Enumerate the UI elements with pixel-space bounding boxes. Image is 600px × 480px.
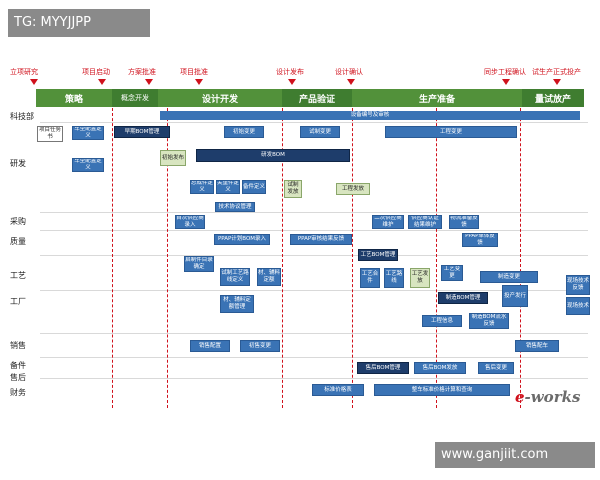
process-box: 工程变更 <box>385 126 517 138</box>
process-box: 首次供应商录入 <box>175 215 205 229</box>
process-box: 工艺BOM管理 <box>358 249 398 261</box>
lane-label-quality: 质量 <box>10 237 26 246</box>
process-box: 售后BOM管理 <box>357 362 409 374</box>
milestone-marker <box>288 79 296 85</box>
lane-separator <box>40 122 588 123</box>
process-box: 试制工艺路线定义 <box>220 268 250 286</box>
process-box: 销售配车 <box>515 340 559 352</box>
process-box: 初售变更 <box>240 340 280 352</box>
milestone-7: 试生产正式投产 <box>532 68 581 76</box>
milestone-6: 同步工程确认 <box>484 68 526 76</box>
milestone-2: 方案批准 <box>128 68 156 76</box>
process-box: 工艺合件 <box>360 268 380 288</box>
process-box: 二次供应商维护 <box>372 215 404 229</box>
milestone-marker <box>553 79 561 85</box>
lane-separator <box>40 255 588 256</box>
milestone-marker <box>502 79 510 85</box>
lane-label-rnd: 研发 <box>10 159 26 168</box>
lane-label-purchasing: 采购 <box>10 217 26 226</box>
process-box: 售后变更 <box>478 362 514 374</box>
lane-separator <box>40 333 588 334</box>
process-box: 车型配置定义 <box>72 158 104 172</box>
lane-label-finance: 财务 <box>10 388 26 397</box>
process-box: 投产发行 <box>502 285 528 307</box>
logo-e: e <box>515 388 525 406</box>
phase-gate <box>520 108 521 408</box>
milestone-0: 立项研究 <box>10 68 38 76</box>
process-box: 现场技术反馈 <box>566 275 590 295</box>
tech-dept-bar: 设备编号及审核 <box>160 111 580 120</box>
process-box: 试制变更 <box>300 126 340 138</box>
process-box: 制造BOM流水反馈 <box>469 313 509 329</box>
process-box: 整车标准价格计算和查询 <box>374 384 510 396</box>
milestone-marker <box>195 79 203 85</box>
process-box: 试制发放 <box>284 180 302 198</box>
milestone-marker <box>347 79 355 85</box>
process-box: 工程发放 <box>336 183 370 195</box>
lane-label-after-sales: 售后 <box>10 373 26 382</box>
milestone-marker <box>98 79 106 85</box>
process-box: 关重件定义 <box>216 180 240 194</box>
process-box: PPAP计划BOM录入 <box>214 234 270 245</box>
lane-label-spare-parts: 备件 <box>10 361 26 370</box>
process-box: 备件定义 <box>242 180 266 194</box>
process-box: 现场技术 <box>566 297 590 315</box>
process-box: 技术协议管理 <box>215 202 255 212</box>
phase-gate <box>167 108 168 408</box>
process-box: 项目任务书 <box>37 126 63 142</box>
milestone-5: 设计确认 <box>335 68 363 76</box>
phase-concept: 概念开发 <box>112 89 158 107</box>
process-box: 初始发布 <box>160 150 186 166</box>
milestone-3: 项目批准 <box>180 68 208 76</box>
process-box: 车型配置定义 <box>72 126 104 140</box>
process-box: 供应商认证结果维护 <box>408 215 442 229</box>
milestone-4: 设计发布 <box>276 68 304 76</box>
logo-text: -works <box>524 388 581 406</box>
process-box: 销售配置 <box>190 340 230 352</box>
milestone-marker <box>30 79 38 85</box>
phase-design: 设计开发 <box>158 89 282 107</box>
process-box: 早期BOM管理 <box>114 126 170 138</box>
lane-separator <box>40 378 588 379</box>
lane-label-factory: 工厂 <box>10 297 26 306</box>
process-box: 制造变更 <box>480 271 538 283</box>
process-box: PPAP审核结果反馈 <box>290 234 352 245</box>
phase-production-prep: 生产准备 <box>352 89 522 107</box>
phase-gate <box>282 108 283 408</box>
lane-label-sales: 销售 <box>10 341 26 350</box>
phase-verification: 产品验证 <box>282 89 352 107</box>
process-box: 工艺路线 <box>384 268 404 288</box>
lane-separator <box>40 230 588 231</box>
phase-gate <box>112 108 113 408</box>
process-box: 材、辅料定额 <box>257 268 281 286</box>
process-box: 工程信息 <box>422 315 462 327</box>
phase-strategy: 策略 <box>36 89 112 107</box>
watermark-top-left: TG: MYYJJPP <box>8 9 150 37</box>
lane-label-process: 工艺 <box>10 271 26 280</box>
process-box: 工艺变更 <box>441 265 463 281</box>
process-box: 售后BOM发放 <box>414 362 466 374</box>
eworks-logo: e-works <box>515 388 580 406</box>
process-box: PPAP单体反馈 <box>462 233 498 247</box>
process-box: 制造BOM管理 <box>438 292 488 304</box>
process-box: 标准价格表 <box>312 384 364 396</box>
process-box: 初始变更 <box>224 126 264 138</box>
process-box: 总成件定义 <box>190 180 214 194</box>
lane-separator <box>40 290 588 291</box>
watermark-bottom-right: www.ganjiit.com <box>435 442 595 468</box>
phase-mass-production: 量试放产 <box>522 89 584 107</box>
lane-separator <box>40 357 588 358</box>
milestone-1: 项目启动 <box>82 68 110 76</box>
phase-gate <box>352 108 353 408</box>
lane-label-tech: 科技部 <box>10 112 34 121</box>
process-box: 研发BOM <box>196 149 350 162</box>
lane-separator <box>40 212 588 213</box>
process-box: 材、辅料定额管理 <box>220 295 254 313</box>
process-box: 工艺发放 <box>410 268 430 288</box>
process-box: 物流准备反馈 <box>449 215 479 229</box>
milestone-marker <box>145 79 153 85</box>
phase-gate <box>436 108 437 408</box>
process-box: 启制件目录确定 <box>184 256 214 272</box>
